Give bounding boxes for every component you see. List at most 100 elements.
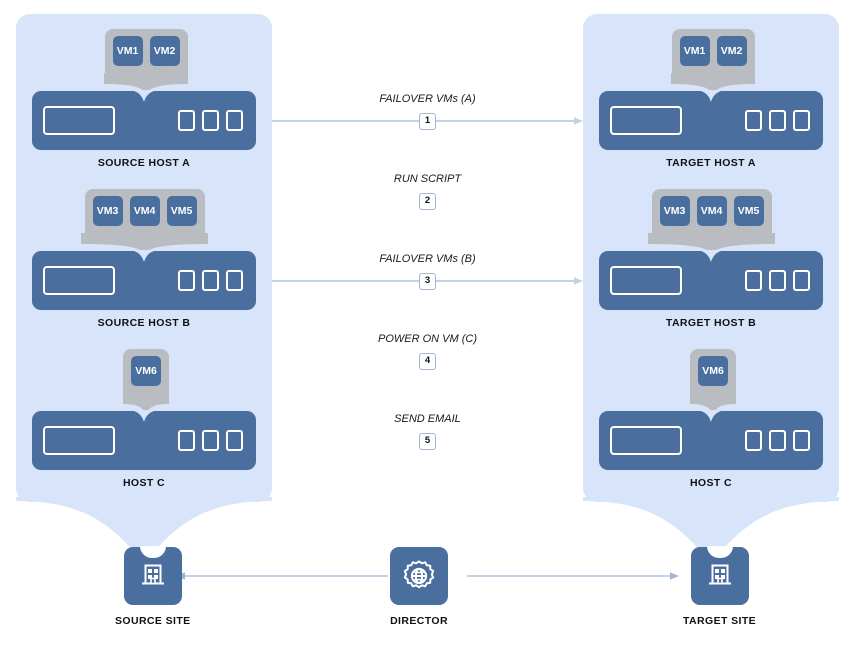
drive-bay-icon — [226, 270, 243, 291]
host-notch-icon — [694, 90, 728, 102]
host-source-c[interactable]: HOST C — [32, 410, 256, 489]
director-to-target-site-arrow — [467, 572, 679, 580]
site-label: TARGET SITE — [683, 615, 757, 627]
host-notch-icon — [127, 90, 161, 102]
building-glyph-icon — [708, 564, 731, 585]
drive-bay-icon — [769, 110, 786, 131]
building-glyph-icon — [141, 564, 164, 585]
drive-bay-icon — [178, 110, 195, 131]
host-screen-icon — [610, 426, 682, 455]
vm-group-target-b: VM3 VM4 VM5 — [648, 189, 775, 252]
vm-tray: VM3 VM4 VM5 — [84, 189, 205, 234]
drive-bay-icon — [745, 430, 762, 451]
vm-chip[interactable]: VM5 — [733, 196, 764, 226]
host-drive-bays — [178, 430, 243, 451]
host-drive-bays — [178, 110, 243, 131]
host-screen-icon — [610, 266, 682, 295]
host-notch-icon — [694, 410, 728, 422]
flow-step-5: SEND EMAIL 5 — [272, 413, 583, 452]
drive-bay-icon — [226, 110, 243, 131]
vm-chip[interactable]: VM4 — [696, 196, 727, 226]
step-badge: 3 — [419, 272, 436, 290]
gear-globe-glyph-icon — [403, 560, 435, 589]
host-screen-icon — [43, 426, 115, 455]
vm-tray-pointer-icon — [671, 73, 755, 92]
flow-step-1: FAILOVER VMs (A) 1 — [272, 93, 583, 132]
vm-chip[interactable]: VM5 — [166, 196, 197, 226]
vm-group-source-b: VM3 VM4 VM5 — [81, 189, 208, 252]
flow-label: POWER ON VM (C) — [378, 333, 477, 345]
vm-tray-pointer-icon — [648, 233, 775, 252]
flow-label: RUN SCRIPT — [393, 173, 462, 185]
vm-group-target-a: VM1 VM2 — [671, 29, 755, 92]
vm-tray: VM6 — [123, 349, 169, 394]
director-to-source-site-arrow — [176, 572, 388, 580]
vm-chip[interactable]: VM4 — [129, 196, 160, 226]
host-target-a[interactable]: TARGET HOST A — [599, 90, 823, 169]
vm-chip[interactable]: VM2 — [716, 36, 747, 66]
step-badge: 2 — [419, 192, 436, 210]
host-chassis — [599, 90, 823, 150]
host-chassis — [32, 410, 256, 470]
host-label: TARGET HOST A — [666, 157, 756, 169]
site-node-source[interactable]: SOURCE SITE — [115, 547, 191, 627]
vm-tray: VM1 VM2 — [104, 29, 188, 74]
drive-bay-icon — [202, 270, 219, 291]
site-node-target[interactable]: TARGET SITE — [683, 547, 756, 627]
host-notch-icon — [127, 410, 161, 422]
vm-chip[interactable]: VM3 — [659, 196, 690, 226]
host-chassis — [32, 90, 256, 150]
host-label: HOST C — [689, 477, 733, 489]
host-drive-bays — [745, 270, 810, 291]
drive-bay-icon — [178, 270, 195, 291]
host-drive-bays — [178, 270, 243, 291]
step-badge: 5 — [419, 432, 436, 450]
host-notch-icon — [127, 250, 161, 262]
drive-bay-icon — [793, 430, 810, 451]
drive-bay-icon — [769, 270, 786, 291]
host-screen-icon — [610, 106, 682, 135]
host-chassis — [32, 250, 256, 310]
drive-bay-icon — [793, 270, 810, 291]
vm-tray-pointer-icon — [690, 393, 736, 412]
building-icon — [690, 547, 749, 605]
host-screen-icon — [43, 266, 115, 295]
step-badge: 4 — [419, 352, 436, 370]
host-target-c[interactable]: HOST C — [599, 410, 823, 489]
host-label: HOST C — [122, 477, 166, 489]
vm-tray: VM1 VM2 — [671, 29, 755, 74]
drive-bay-icon — [793, 110, 810, 131]
vm-chip[interactable]: VM1 — [679, 36, 710, 66]
drive-bay-icon — [226, 430, 243, 451]
host-drive-bays — [745, 110, 810, 131]
drive-bay-icon — [202, 110, 219, 131]
host-chassis — [599, 250, 823, 310]
vm-tray-pointer-icon — [104, 73, 188, 92]
vm-tray-pointer-icon — [123, 393, 169, 412]
host-source-a[interactable]: SOURCE HOST A — [32, 90, 256, 169]
site-node-director[interactable]: DIRECTOR — [390, 547, 448, 627]
flow-step-4: POWER ON VM (C) 4 — [272, 333, 583, 372]
flow-label: FAILOVER VMs (B) — [379, 253, 476, 265]
vm-chip[interactable]: VM2 — [149, 36, 180, 66]
building-icon — [123, 547, 182, 605]
vm-chip[interactable]: VM6 — [131, 356, 161, 386]
host-chassis — [599, 410, 823, 470]
flow-label: SEND EMAIL — [394, 413, 461, 425]
flow-step-3: FAILOVER VMs (B) 3 — [272, 253, 583, 292]
drive-bay-icon — [745, 270, 762, 291]
vm-tray: VM6 — [690, 349, 736, 394]
host-label: TARGET HOST B — [665, 317, 757, 329]
source-panel-funnel — [16, 497, 272, 563]
host-screen-icon — [43, 106, 115, 135]
gear-globe-icon — [390, 547, 448, 605]
flow-label: FAILOVER VMs (A) — [379, 93, 476, 105]
flow-step-2: RUN SCRIPT 2 — [272, 173, 583, 212]
vm-group-target-c: VM6 — [690, 349, 736, 412]
vm-chip[interactable]: VM6 — [698, 356, 728, 386]
host-target-b[interactable]: TARGET HOST B — [599, 250, 823, 329]
vm-chip[interactable]: VM1 — [112, 36, 143, 66]
host-source-b[interactable]: SOURCE HOST B — [32, 250, 256, 329]
vm-chip[interactable]: VM3 — [92, 196, 123, 226]
